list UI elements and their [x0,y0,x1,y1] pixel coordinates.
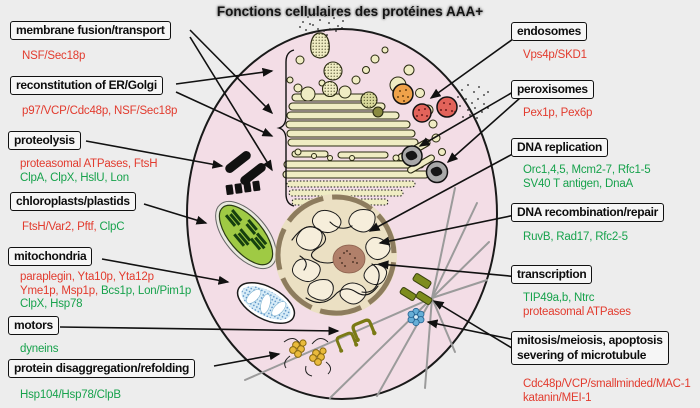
protein-list: Vps4p/SKD1 [523,49,587,61]
protein-aggregate [283,338,332,377]
endosome-fusing-membrane [436,96,458,118]
arrow-mitosis-katanin [426,319,521,342]
arrow-peroxisomes-2 [446,97,521,163]
arrow-dna-recombination [378,213,521,246]
label-dna-replication: DNA replication [511,138,609,157]
motor-protein [351,318,377,342]
mitochondrion-organelle [236,281,296,325]
label-transcription: transcription [511,265,593,284]
arrow-peroxisomes-1 [418,87,521,147]
chloroplast [215,201,277,269]
peroxisome [401,145,423,167]
protein-list: RuvB, Rad17, Rfc2-5 [523,231,628,243]
proteins-endosomes: Vps4p/SKD1 [523,49,587,63]
nucleolus [332,244,366,274]
proteins-transcription: TIP49a,b, Ntrc proteasomal ATPases [523,292,631,319]
stippled-vesicles [321,61,384,118]
protein-list: NSF/Sec18p [22,50,86,62]
label-reconstitution: reconstitution of ER/Golgi [10,76,163,95]
proteins-mitochondria: paraplegin, Yta10p, Yta12p Yme1p, Msp1p,… [20,271,191,312]
arrow-mitosis-fragments [432,300,521,354]
label-proteolysis: proteolysis [8,131,81,150]
protein-list: Orc1,4,5, Mcm2-7, Rfc1-5 [523,164,651,176]
label-disaggregation: protein disaggregation/refolding [8,359,196,378]
nuclear-envelope [275,194,397,316]
endosome-orange [392,83,414,105]
protein-list: FtsH/Var2, Pftf, [22,221,97,233]
motor-protein [335,331,359,353]
protein-list: TIP49a,b, Ntrc [523,292,595,304]
arrow-reconstitution-2 [175,91,274,137]
nucleus [275,194,397,316]
protein-list: p97/VCP/Cdc48p, NSF/Sec18p [22,105,178,117]
arrow-transcription [377,260,521,278]
proteins-dna-recombination: RuvB, Rad17, Rfc2-5 [523,231,628,245]
arrow-proteolysis [85,140,224,169]
protein-list: Hsp104/Hsp78/ClpB [20,389,121,401]
proteins-mitosis: Cdc48p/VCP/smallminded/MAC-1 katanin/MEI… [523,378,691,405]
endosome-red [412,103,432,123]
label-mitosis-line1: mitosis/meiosis, apoptosis [517,333,663,347]
protein-list: Bcs1p, Lon/Pim1p [97,284,192,297]
label-endosomes: endosomes [511,22,587,41]
annotation-arrows [59,29,521,367]
arrow-endosomes [429,33,521,99]
protein-list: ClpA, ClpX, HslU, Lon [20,171,129,184]
arrow-mitochondria [101,258,230,285]
label-motors: motors [8,316,59,335]
label-mitosis: mitosis/meiosis, apoptosis severing of m… [511,331,669,365]
proteins-chloroplasts: FtsH/Var2, Pftf, ClpC [22,221,125,235]
label-chloroplasts: chloroplasts/plastids [10,192,136,211]
arrow-membrane-fusion-1 [189,29,274,115]
arrow-dna-replication [368,149,521,232]
proteins-disaggregation: Hsp104/Hsp78/ClpB [20,389,121,403]
protein-list: katanin/MEI-1 [523,391,592,404]
katanin-severing-enzyme [407,307,425,327]
label-dna-recombination: DNA recombination/repair [511,203,665,222]
arrow-reconstitution-1 [175,67,274,85]
protein-list: ClpC [96,221,125,233]
protein-list: proteasomal ATPases [523,305,631,318]
peroxisome [425,160,449,184]
protein-list: ClpX, Hsp78 [20,298,83,310]
arrow-chloroplasts [143,203,208,225]
arrow-motors [59,326,340,336]
protein-list: proteasomal ATPases, FtsH [20,158,158,170]
figure-title: Fonctions cellulaires des protéines AAA+ [216,4,484,19]
label-mitochondria: mitochondria [8,247,93,266]
proteins-proteolysis: proteasomal ATPases, FtsH ClpA, ClpX, Hs… [20,158,158,185]
protein-list: dyneins [20,343,59,355]
arrow-membrane-fusion-2 [189,36,273,172]
endosome-release-dots [454,84,489,119]
severed-microtubule-fragments [399,273,433,305]
proteins-peroxisomes: Pex1p, Pex6p [523,107,592,121]
proteins-motors: dyneins [20,343,58,357]
label-mitosis-line2: severing of microtubule [517,348,647,362]
exocytosis-vesicle [310,32,330,59]
arrow-disaggregation [213,351,281,367]
label-peroxisomes: peroxisomes [511,80,594,99]
protein-list: Yme1p, Msp1p, [20,284,98,297]
protein-list: paraplegin, Yta10p, Yta12p [20,271,154,283]
proteins-membrane-fusion: NSF/Sec18p [22,50,85,64]
proteins-dna-replication: Orc1,4,5, Mcm2-7, Rfc1-5 SV40 T antigen,… [523,164,651,191]
label-membrane-fusion: membrane fusion/transport [10,21,171,40]
chromatin [291,209,391,305]
protein-list: SV40 T antigen, DnaA [523,177,634,190]
protease-rods [225,151,266,196]
proteins-reconstitution: p97/VCP/Cdc48p, NSF/Sec18p [22,105,177,119]
protein-list: Pex1p, Pex6p [523,107,593,119]
er-golgi-brace [276,49,295,207]
protein-list: Cdc48p/VCP/smallminded/MAC-1 [523,378,691,390]
